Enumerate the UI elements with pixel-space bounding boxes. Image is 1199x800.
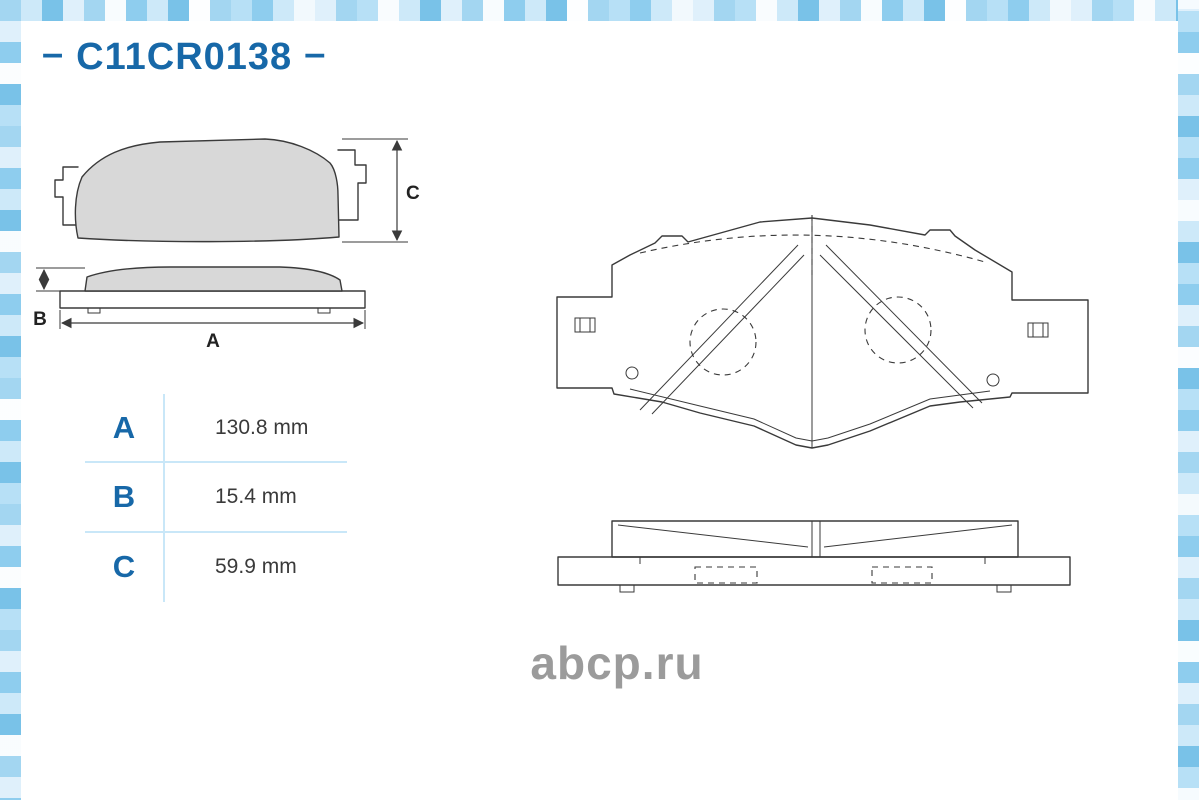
chamfer-line-left-2 (651, 254, 805, 415)
dimensions-table: A 130.8 mm B 15.4 mm C 59.9 mm (85, 394, 347, 602)
piston-contact-circle-right (864, 296, 932, 364)
pad-side-profile (74, 138, 340, 243)
part-number-heading: – C11CR0138 – (42, 33, 327, 79)
top-profile-drawing (557, 520, 1071, 593)
dim-value: 130.8 mm (165, 394, 347, 464)
ear-slot-left (574, 317, 596, 333)
backplate-front-outline (556, 217, 1089, 449)
dim-b-label: B (33, 309, 47, 330)
rivet-hole-right (986, 373, 1000, 387)
profile-foot-right (996, 584, 1012, 593)
part-number: C11CR0138 (76, 36, 293, 78)
dim-letter: C (85, 532, 165, 602)
dim-value: 15.4 mm (165, 463, 347, 533)
dim-letter: B (85, 463, 165, 533)
side-view-drawing: C B A (33, 138, 420, 352)
right-ear-outline (337, 149, 367, 221)
profile-pad-strip (611, 520, 1019, 558)
profile-foot-left (619, 584, 635, 593)
profile-taper-left (617, 524, 809, 548)
heading-dash-left: – (42, 33, 65, 75)
hidden-feature-left (694, 566, 758, 584)
pad-thickness-profile (84, 266, 343, 292)
rivet-hole-left (625, 366, 639, 380)
dim-c-label: C (406, 183, 420, 204)
ear-slot-right (1027, 322, 1049, 338)
backplate-foot-right (317, 307, 331, 314)
pad-bottom-inner-line (629, 388, 991, 442)
dim-letter: A (85, 394, 165, 464)
dim-a-label: A (206, 331, 220, 352)
backplate-foot-left (87, 307, 101, 314)
left-ear-outline (54, 166, 79, 226)
piston-contact-circle-left (689, 308, 757, 376)
profile-taper-right (823, 524, 1013, 548)
chamfer-line-right-2 (819, 254, 974, 409)
backplate-profile (59, 290, 366, 309)
hidden-feature-right (871, 566, 933, 584)
chamfer-line-right (825, 244, 983, 404)
chamfer-line-left (639, 244, 799, 411)
profile-base-bar (557, 556, 1071, 586)
mosaic-border-top (0, 0, 1199, 21)
mosaic-border-right (1178, 0, 1199, 800)
heading-dash-right: – (304, 33, 327, 75)
front-view-drawing (556, 215, 1089, 449)
dim-value: 59.9 mm (215, 555, 297, 579)
top-dashed-arc (639, 234, 986, 263)
watermark: abcp.ru (530, 637, 704, 689)
mosaic-border-left (0, 0, 21, 800)
